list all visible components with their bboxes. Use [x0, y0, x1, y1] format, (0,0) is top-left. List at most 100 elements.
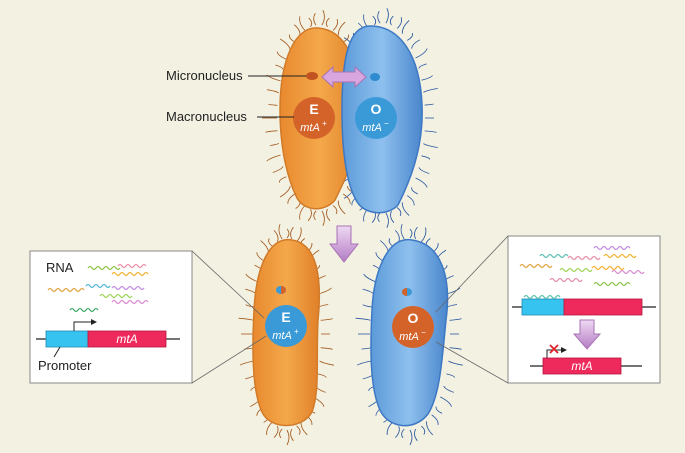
right-inset-zoom-line-bottom [435, 341, 509, 384]
top-right-micronucleus [370, 73, 380, 81]
rna-strand [111, 271, 149, 277]
rna-strand [603, 253, 637, 259]
micronucleus-label: Micronucleus [166, 68, 243, 83]
bottom-left-cilium [320, 318, 333, 321]
rna-strand [87, 265, 121, 271]
left-inset-zoom-line-top [191, 250, 265, 319]
bottom-left-cilium [286, 228, 290, 239]
top-left-cilium [266, 154, 281, 162]
bottom-right-cilium [446, 373, 455, 378]
top-right-cilium [423, 143, 438, 148]
bottom-left-cilium [273, 425, 279, 438]
top-left-cilium [308, 17, 313, 28]
bottom-right-cilium [356, 360, 372, 366]
rna-strand [111, 285, 145, 291]
left-promoter-segment [45, 330, 89, 348]
top-left-macronucleus [293, 97, 335, 139]
right-result-gene-segment [542, 357, 622, 375]
left-gene-segment [87, 330, 167, 348]
bottom-left-macronucleus [265, 305, 307, 347]
top-left-cilium [342, 193, 351, 204]
top-left-cilium [269, 142, 279, 146]
bottom-left-cilium [268, 238, 274, 248]
bottom-right-cilium [409, 228, 413, 239]
left-transcription-arrow [73, 319, 97, 331]
rna-strand [85, 283, 111, 289]
bottom-right-cilium [400, 224, 405, 240]
rna-strand [539, 253, 569, 259]
rna-strand [117, 263, 147, 269]
rna-label: RNA [46, 260, 74, 275]
top-right-cilium [396, 207, 402, 217]
rna-strand [111, 299, 149, 305]
top-left-cilium [299, 16, 306, 31]
bottom-left-cilium [273, 230, 279, 243]
bottom-right-cilium [395, 230, 400, 243]
top-right-cilium [385, 8, 389, 24]
top-left-cilium [265, 130, 278, 133]
bottom-right-macronucleus [392, 306, 434, 348]
bottom-left-cilium [319, 360, 335, 366]
top-left-cilium [325, 17, 330, 28]
left-inset-zoom-line-bottom [191, 335, 267, 384]
top-left-cilium [266, 89, 279, 94]
bottom-right-cilium [421, 425, 426, 435]
top-left-cilium [337, 21, 346, 36]
bottom-left-gene-label: mtA [272, 330, 292, 342]
right-result-gene-label: mtA [571, 359, 592, 373]
bound-rna-strand [523, 294, 561, 300]
top-left-cilium [268, 103, 278, 106]
top-right-cilium [389, 15, 394, 26]
top-right-cilium [372, 15, 377, 26]
top-left-cilium [332, 18, 338, 31]
left-inset-panel [29, 250, 193, 384]
right-blocked-transcription-arrow [546, 347, 567, 358]
top-right-mating-type: O [371, 101, 382, 117]
top-left-cilium [343, 34, 350, 43]
bottom-right-cilium [440, 396, 452, 407]
bottom-right-cilium [401, 428, 405, 439]
top-right-cilium [377, 212, 381, 223]
macronucleus-label: Macronucleus [166, 109, 247, 124]
top-right-cilium [421, 155, 431, 160]
top-right-cilium [385, 212, 389, 228]
top-left-cilium [293, 24, 301, 36]
top-left-cilium [288, 34, 295, 43]
right-promoter-segment [521, 298, 565, 316]
top-left-gene-label: mtA [300, 122, 320, 134]
top-right-cilium [411, 187, 418, 195]
bottom-right-cilium [355, 317, 371, 321]
bottom-right-cilium [448, 304, 458, 308]
bottom-right-cilium [362, 288, 374, 295]
rna-strand [593, 281, 631, 287]
left-gene-segment-label: mtA [116, 332, 137, 346]
rna-strand [591, 265, 625, 271]
top-left-micronucleus [306, 72, 318, 80]
top-left-cilium [266, 74, 281, 82]
rna-strand [69, 307, 99, 313]
bottom-left-cilium [290, 226, 294, 240]
top-right-cilium [421, 75, 433, 81]
top-left-cilium [313, 210, 317, 221]
bottom-left-micronucleus [276, 286, 286, 294]
top-left-cilium [272, 166, 284, 173]
rna-strand [559, 267, 593, 273]
top-right-cilium [423, 88, 438, 93]
bottom-right-micronucleus [402, 288, 412, 296]
top-right-cilium [418, 63, 427, 69]
top-left-cilium [299, 205, 306, 220]
bottom-left-cilium [286, 429, 290, 446]
bottom-left-cilium [320, 347, 333, 350]
bottom-left-cilium [238, 317, 254, 321]
rna-strand [611, 269, 645, 275]
top-right-macronucleus [355, 97, 397, 139]
top-right-cilium [418, 167, 430, 174]
top-right-gene-sign: − [384, 119, 389, 128]
top-right-cilium [406, 195, 415, 206]
bottom-right-cilium [448, 360, 463, 366]
bottom-right-cilium [431, 414, 439, 425]
top-right-gene-label: mtA [362, 122, 382, 134]
bottom-left-cilium [260, 240, 269, 254]
